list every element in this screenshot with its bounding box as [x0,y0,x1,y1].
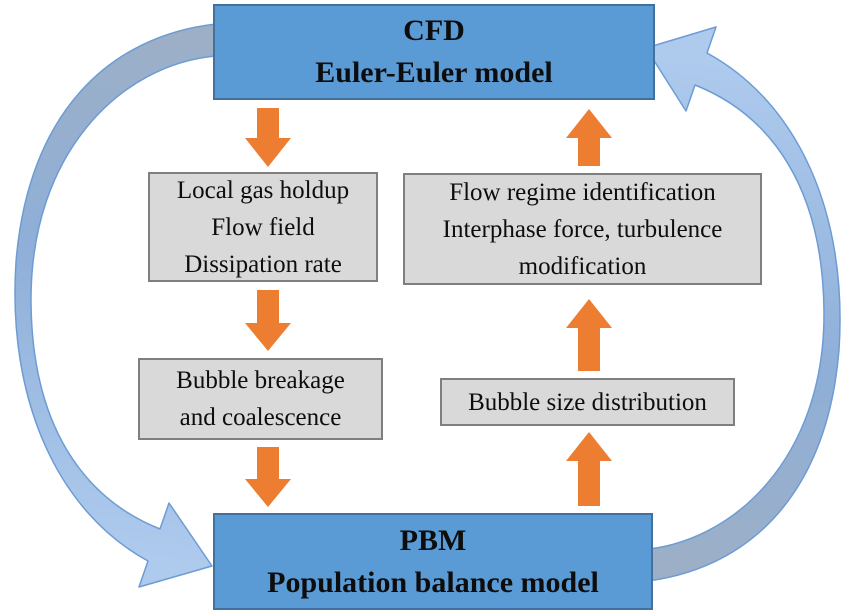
up-arrow-feedback-to-cfd-icon [566,109,612,166]
pbm-model-box: PBM Population balance model [213,513,653,610]
down-arrow-cfd-to-outputs-icon [245,108,291,167]
cfd-model-box: CFD Euler-Euler model [213,4,655,100]
bubble-breakage-box: Bubble breakage and coalescence [138,358,383,440]
down-arrow-breakage-to-pbm-icon [245,447,291,507]
cfd-outputs-line: Flow field [211,213,315,241]
up-arrow-bsd-to-feedback-icon [566,299,612,371]
pbm-title: PBM [399,523,467,557]
pbm-feedback-line: Interphase force, turbulence [442,215,723,243]
cycle-arrow-cfd-to-pbm-icon [14,23,217,588]
bubble-breakage-line: Bubble breakage [176,367,345,394]
cycle-arrow-pbm-to-cfd-icon [638,26,841,583]
bubble-size-line: Bubble size distribution [468,388,707,416]
pbm-feedback-line: Flow regime identification [449,178,716,206]
cfd-outputs-line: Dissipation rate [184,250,342,278]
pbm-feedback-box: Flow regime identification Interphase fo… [403,173,762,285]
cfd-outputs-line: Local gas holdup [176,176,350,204]
cfd-subtitle: Euler-Euler model [315,56,553,89]
pbm-subtitle: Population balance model [267,565,599,599]
cfd-outputs-box: Local gas holdup Flow field Dissipation … [148,172,378,282]
bubble-size-distribution-box: Bubble size distribution [440,378,735,426]
down-arrow-outputs-to-breakage-icon [245,290,291,351]
up-arrow-pbm-to-bsd-icon [566,432,612,506]
pbm-feedback-line: modification [518,252,647,280]
cfd-title: CFD [403,14,465,47]
bubble-breakage-line: and coalescence [179,404,342,431]
